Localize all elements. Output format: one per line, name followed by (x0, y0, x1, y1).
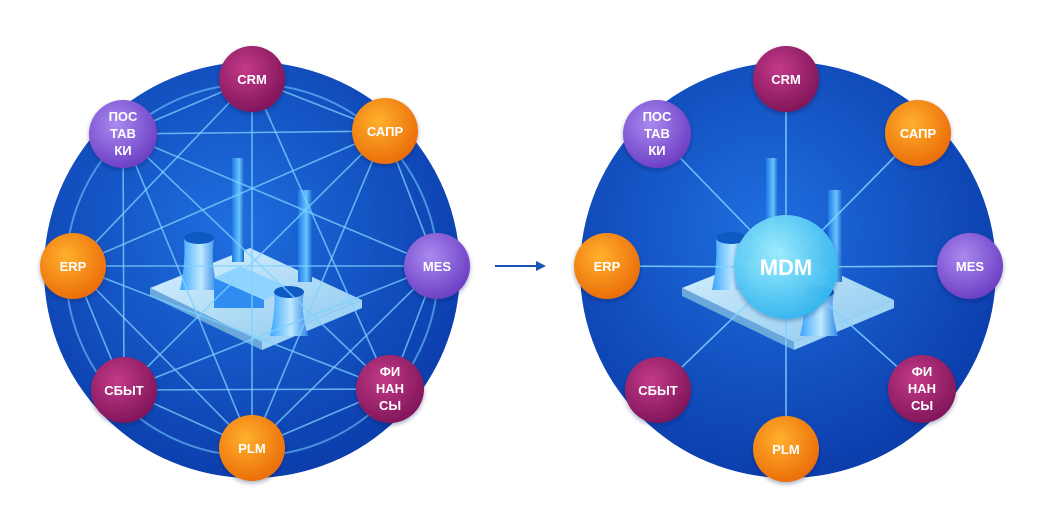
link-supply-sapr (122, 130, 386, 135)
link-sapr-sales (123, 130, 386, 391)
smokestack (232, 158, 244, 262)
node-sales: СБЫТ (625, 357, 691, 423)
node-crm: CRM (219, 46, 285, 112)
link-erp-finance (72, 265, 391, 390)
node-label: PLM (238, 441, 265, 456)
link-supply-plm (122, 133, 253, 449)
link-supply-finance (122, 133, 391, 390)
mdm-hub: MDM (734, 215, 838, 319)
right-nodes: CRM ПОС ТАВ КИ САПР ERP MES С (574, 46, 1003, 482)
link-mes-plm (251, 265, 438, 449)
node-finance: ФИ НАН СЫ (888, 355, 956, 423)
link-crm-finance (251, 78, 391, 390)
node-plm: PLM (753, 416, 819, 482)
link-sales-finance (123, 388, 391, 391)
node-label: PLM (772, 442, 799, 457)
link-sapr-erp (72, 130, 386, 267)
node-label: ERP (60, 259, 87, 274)
node-label: СБЫТ (638, 383, 677, 398)
link-sapr-plm (251, 130, 386, 449)
node-label: ФИ (380, 364, 400, 379)
node-label: ERP (594, 259, 621, 274)
node-label: MES (423, 259, 452, 274)
link-erp-plm (72, 265, 253, 449)
node-label: НАН (376, 381, 404, 396)
node-sapr: САПР (885, 100, 951, 166)
node-label: ФИ (912, 364, 932, 379)
node-label: СБЫТ (104, 383, 143, 398)
node-finance: ФИ НАН СЫ (356, 355, 424, 423)
right-diagram: MDM CRM ПОС ТАВ КИ САПР ERP (574, 46, 1003, 482)
link-supply-mes (122, 133, 438, 267)
node-label: MES (956, 259, 985, 274)
node-label: ПОС (643, 109, 672, 124)
node-sales: СБЫТ (91, 357, 157, 423)
left-factory-illustration (150, 158, 362, 350)
smokestack (298, 190, 312, 282)
node-label: СЫ (911, 398, 933, 413)
node-crm: CRM (753, 46, 819, 112)
node-label: САПР (900, 126, 937, 141)
node-label: ТАВ (110, 126, 136, 141)
node-supply: ПОС ТАВ КИ (623, 100, 691, 168)
node-label: СЫ (379, 398, 401, 413)
cooling-tower (270, 292, 308, 336)
node-label: CRM (771, 72, 801, 87)
node-mes: MES (404, 233, 470, 299)
cooling-tower (180, 238, 218, 290)
node-label: ТАВ (644, 126, 670, 141)
node-plm: PLM (219, 415, 285, 481)
mdm-label: MDM (760, 255, 813, 280)
node-erp: ERP (40, 233, 106, 299)
left-nodes: CRM ПОС ТАВ КИ САПР ERP MES С (40, 46, 470, 481)
node-sapr: САПР (352, 98, 418, 164)
node-label: САПР (367, 124, 404, 139)
node-erp: ERP (574, 233, 640, 299)
node-label: НАН (908, 381, 936, 396)
node-supply: ПОС ТАВ КИ (89, 100, 157, 168)
node-label: CRM (237, 72, 267, 87)
link-mes-sales (123, 265, 438, 391)
node-label: КИ (648, 143, 665, 158)
right-arrow-icon (495, 261, 546, 271)
node-label: ПОС (109, 109, 138, 124)
link-supply-sales (122, 133, 125, 391)
left-diagram: CRM ПОС ТАВ КИ САПР ERP MES С (40, 46, 470, 481)
node-label: КИ (114, 143, 131, 158)
node-mes: MES (937, 233, 1003, 299)
